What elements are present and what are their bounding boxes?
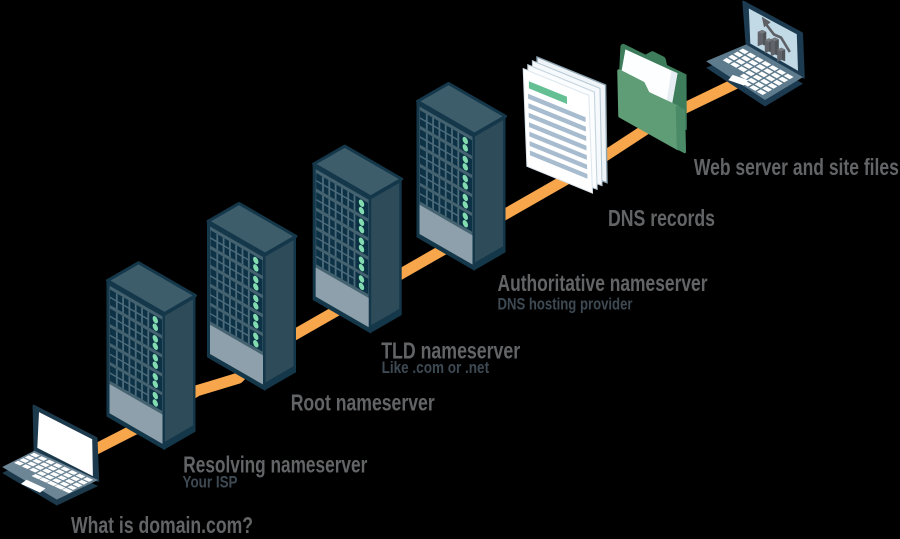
- svg-text:TLD nameserver: TLD nameserver: [381, 338, 520, 364]
- svg-text:Resolving nameserver: Resolving nameserver: [183, 452, 367, 478]
- svg-text:Your ISP: Your ISP: [183, 474, 238, 492]
- svg-text:What is domain.com?: What is domain.com?: [71, 512, 253, 538]
- svg-text:Root nameserver: Root nameserver: [291, 390, 435, 416]
- svg-text:DNS hosting provider: DNS hosting provider: [498, 296, 633, 314]
- svg-text:Like .com or .net: Like .com or .net: [382, 359, 490, 377]
- svg-text:Authoritative nameserver: Authoritative nameserver: [498, 270, 708, 296]
- svg-text:DNS records: DNS records: [608, 205, 715, 231]
- svg-text:Web server and site files: Web server and site files: [694, 154, 899, 180]
